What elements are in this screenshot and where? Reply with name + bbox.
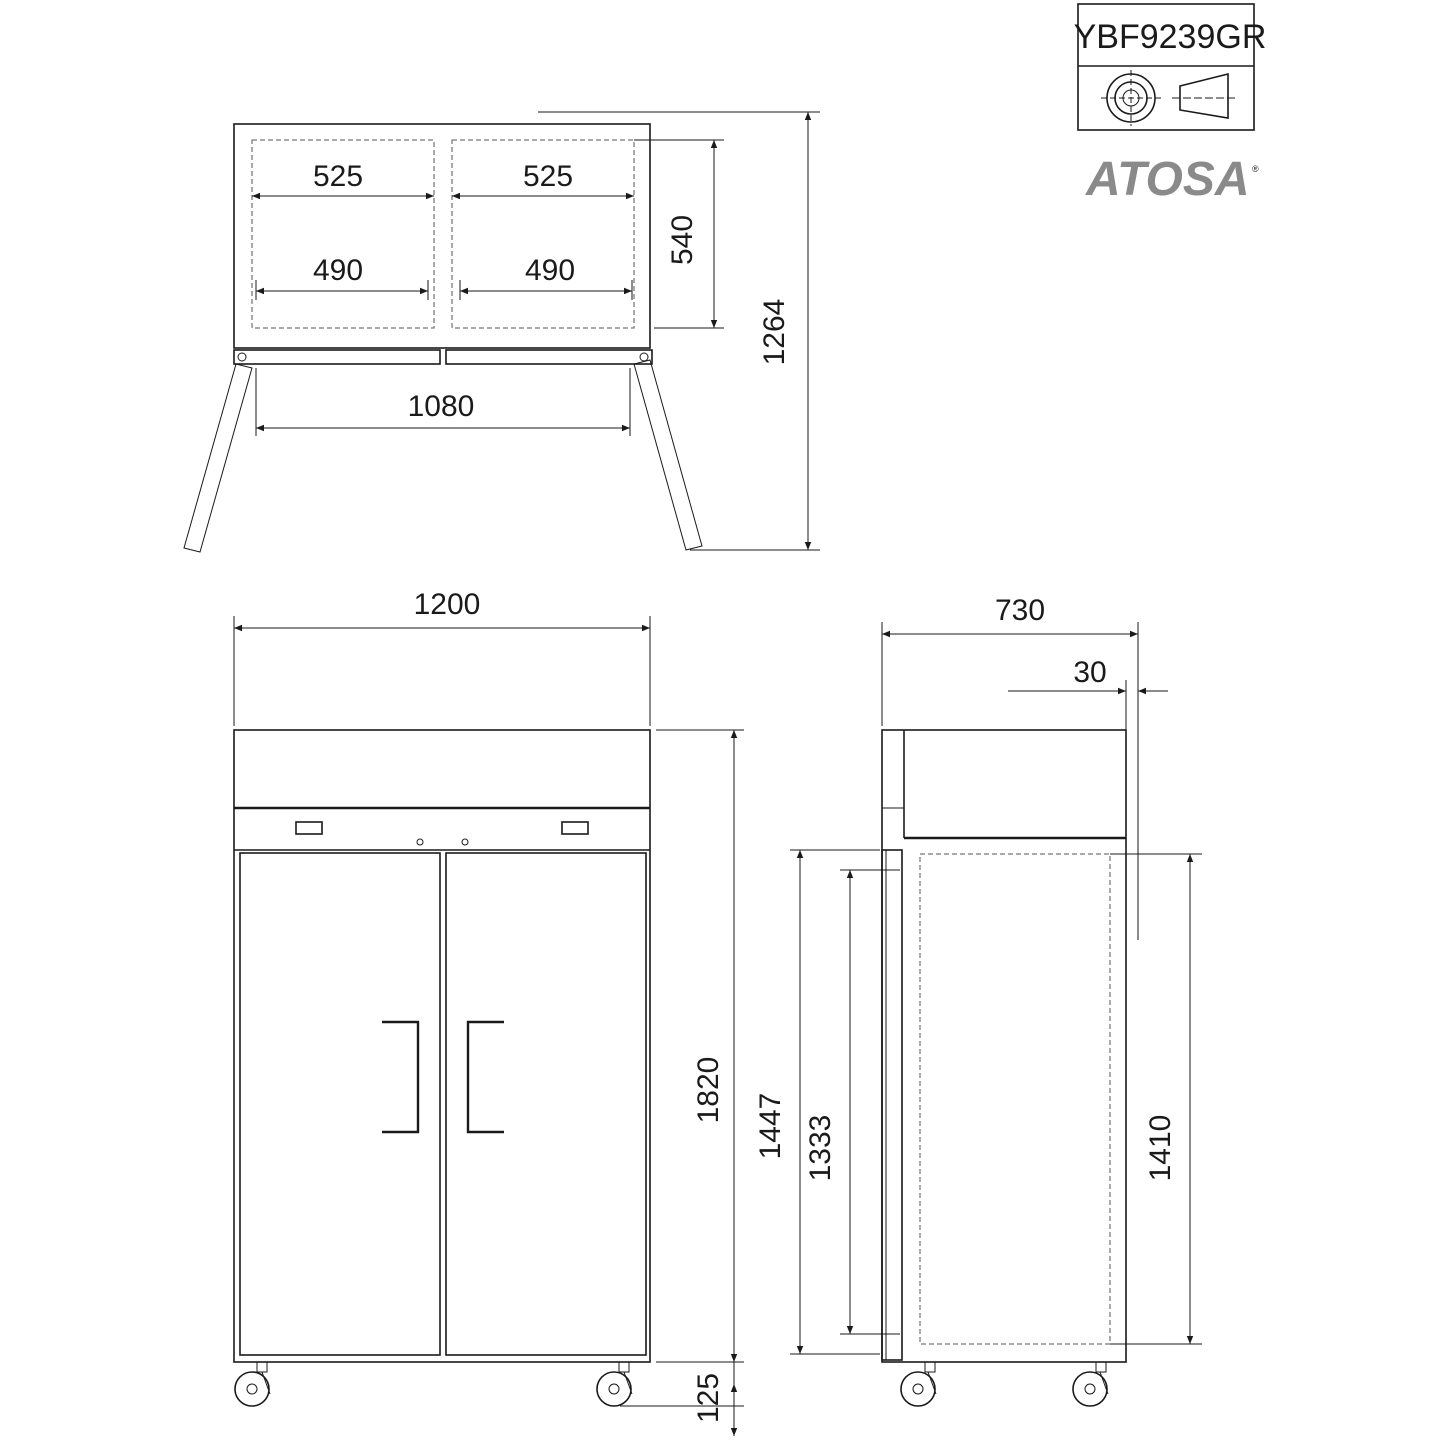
brand-logo: ATOSA [1085,153,1250,206]
left-door-handle-icon [382,1020,420,1134]
title-block: YBF9239GR [1074,3,1267,131]
dim-caster-height: 125 [692,1373,725,1423]
dim-door-depth: 540 [666,215,699,265]
top-view: 525 525 490 490 540 1264 1080 [183,111,820,553]
registered-mark: ® [1252,164,1259,174]
dim-door-height: 1447 [754,1093,787,1160]
dim-overall-depth: 730 [995,594,1045,627]
right-door-handle-icon [466,1020,504,1134]
dim-shelf-width-left: 525 [313,160,363,193]
dim-shelf-width-right: 525 [523,160,573,193]
dim-interior-height: 1410 [1144,1115,1177,1182]
caster-wheel-icon [234,1361,271,1407]
first-angle-projection-circle-icon [1101,70,1161,126]
dim-overall-width: 1200 [414,588,481,621]
model-number: YBF9239GR [1074,18,1267,56]
caster-wheel-icon [596,1361,633,1407]
dim-door-opening-width: 1080 [408,390,475,423]
caster-wheel-icon [1072,1361,1109,1407]
dim-handle-projection: 30 [1073,656,1106,689]
dim-overall-height: 1820 [692,1057,725,1124]
side-view: 730 30 1447 1333 1410 [754,594,1202,1407]
first-angle-projection-cone-icon [1172,72,1236,119]
front-view: 1200 1820 125 [233,588,744,1436]
dim-inner-width-left: 490 [313,254,363,287]
dim-inner-door-height: 1333 [804,1115,837,1182]
dim-door-swing-depth: 1264 [758,299,791,366]
dim-inner-width-right: 490 [525,254,575,287]
caster-wheel-icon [900,1361,937,1407]
